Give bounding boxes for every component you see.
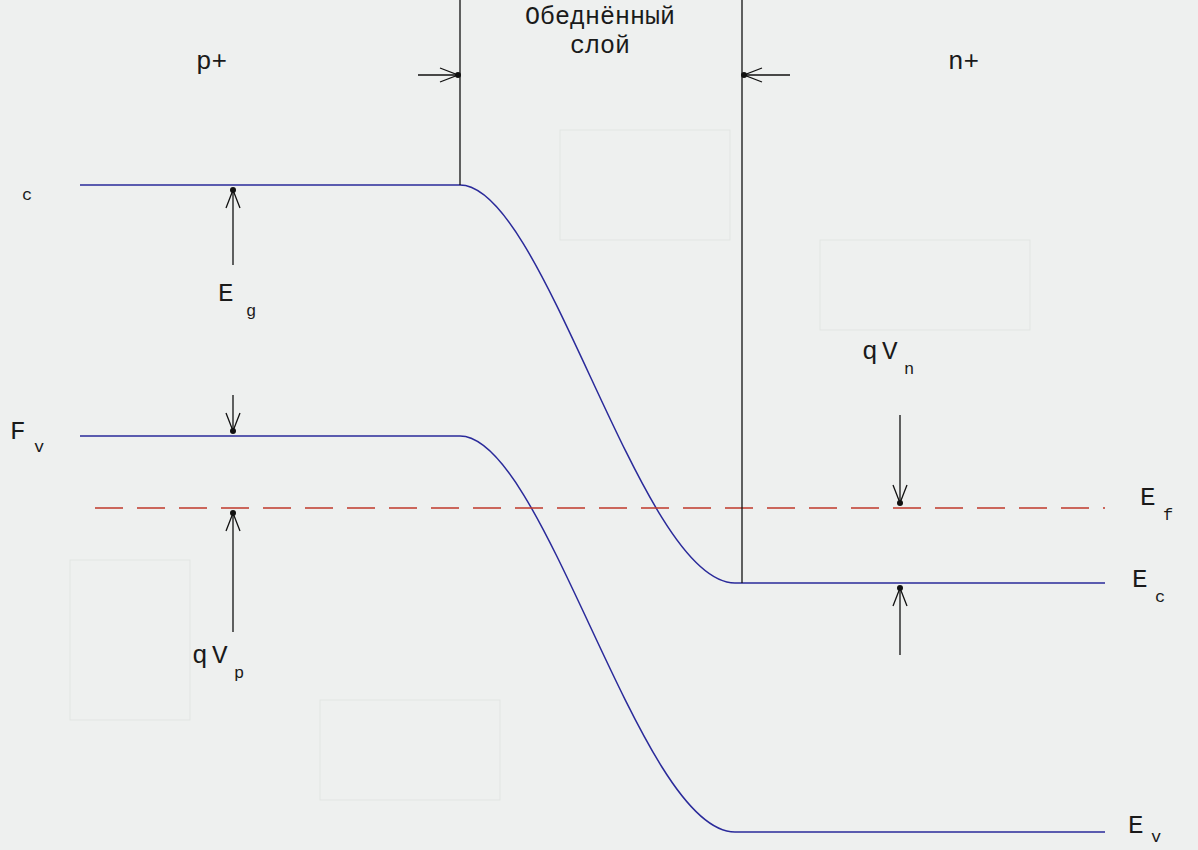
arrow-dot [455, 72, 461, 78]
arrow-dot [230, 428, 236, 434]
boundary-line [741, 0, 742, 583]
arrow-dot [897, 585, 903, 591]
arrow-dot [897, 500, 903, 506]
dimension-arrow [232, 511, 233, 632]
subscript-label: g [246, 302, 256, 322]
background-board [70, 130, 1030, 800]
energy-label: V [882, 338, 898, 368]
level-label: E [1128, 812, 1144, 842]
subscript-label: n [904, 360, 914, 380]
dimension-arrow [744, 74, 790, 75]
boundary-line [459, 0, 460, 185]
dimension-arrow [418, 74, 458, 75]
level-label: F [10, 418, 26, 448]
region-label: Обеднённый слой [500, 4, 700, 62]
subscript-label: v [1151, 828, 1161, 848]
level-label: E [218, 280, 234, 310]
energy-label: V [212, 642, 228, 672]
dimension-arrow [232, 395, 233, 433]
subscript-label: c [22, 186, 32, 206]
energy-label: q [192, 642, 208, 672]
arrow-dot [230, 187, 236, 193]
region-label: p+ [196, 48, 227, 78]
dimension-arrow [232, 188, 233, 265]
subscript-label: f [1163, 506, 1173, 526]
arrow-dot [230, 510, 236, 516]
energy-label: q [862, 338, 878, 368]
region-label: n+ [948, 48, 979, 78]
valence-band [80, 436, 1105, 832]
dimension-arrow [899, 586, 900, 655]
subscript-label: v [34, 438, 44, 458]
dimension-arrow [899, 415, 900, 505]
arrow-dot [741, 72, 747, 78]
conduction-band [80, 185, 1105, 583]
fermi-level [95, 507, 1105, 509]
level-label: E [1140, 484, 1156, 514]
subscript-label: p [234, 664, 244, 684]
subscript-label: c [1155, 588, 1165, 608]
level-label: E [1132, 566, 1148, 596]
